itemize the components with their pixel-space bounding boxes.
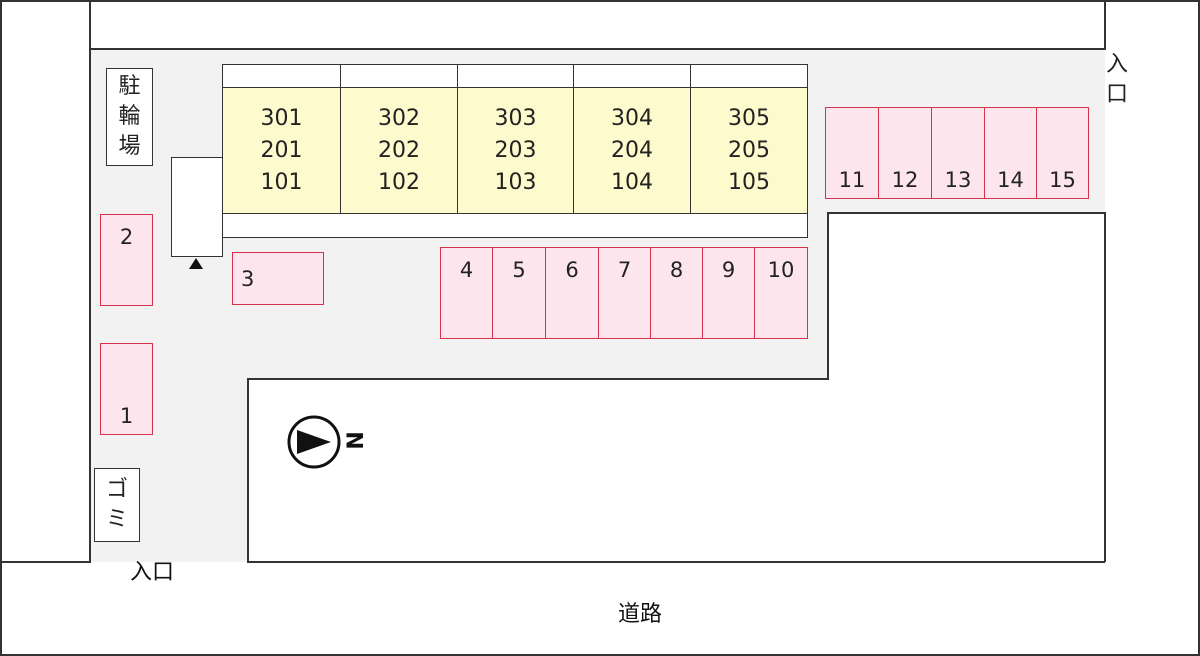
unit-number: 203	[494, 137, 537, 163]
unit-number: 101	[260, 169, 303, 195]
bike-parking-char: 駐	[118, 74, 141, 99]
parking-space: 9	[702, 247, 755, 339]
road-edge-left	[0, 561, 91, 563]
building-entrance	[171, 157, 223, 257]
bike-parking-char: 輪	[118, 104, 141, 129]
unit-number: 105	[728, 169, 770, 195]
unit-number: 104	[611, 169, 653, 195]
boundary-right-lower	[1104, 212, 1106, 562]
boundary-right	[1104, 0, 1106, 50]
parking-space: 5	[492, 247, 546, 339]
road-label: 道路	[618, 602, 663, 627]
unit-column: 305 205 105	[690, 87, 808, 214]
unit-number: 102	[378, 169, 420, 195]
parking-space: 10	[754, 247, 808, 339]
north-label: N	[340, 431, 366, 450]
unit-column: 304 204 104	[573, 87, 691, 214]
parking-space: 1	[100, 343, 153, 435]
parking-number: 7	[617, 258, 632, 282]
bike-parking-char: 場	[118, 134, 141, 159]
parking-number: 2	[119, 225, 134, 249]
north-arrow-icon	[287, 415, 341, 469]
parking-number: 9	[721, 258, 736, 282]
boundary-top	[91, 48, 1105, 50]
unit-number: 305	[728, 105, 770, 131]
parking-number: 11	[838, 168, 866, 192]
parking-number: 4	[459, 258, 474, 282]
corridor	[222, 213, 808, 238]
parking-number: 1	[119, 404, 134, 428]
unit-number: 205	[728, 137, 770, 163]
parking-space: 6	[545, 247, 599, 339]
unit-column: 301 201 101	[222, 87, 341, 214]
parking-space: 14	[984, 107, 1037, 199]
parking-number: 5	[512, 258, 526, 282]
parking-number: 12	[891, 168, 919, 192]
adjacent-lot	[247, 378, 1105, 562]
balcony	[690, 64, 808, 88]
unit-number: 201	[260, 137, 303, 163]
parking-number: 13	[944, 168, 972, 192]
parking-number: 8	[669, 258, 684, 282]
unit-number: 103	[494, 169, 537, 195]
balcony	[457, 64, 574, 88]
bike-parking: 駐 輪 場	[106, 68, 153, 166]
boundary-left	[89, 0, 91, 562]
parking-space: 3	[232, 252, 324, 305]
entrance-char: 口	[1105, 82, 1128, 107]
balcony	[573, 64, 691, 88]
parking-space: 4	[440, 247, 493, 339]
parking-number: 14	[997, 168, 1024, 192]
parking-space: 2	[100, 214, 153, 306]
parking-number: 15	[1049, 168, 1076, 192]
balcony	[222, 64, 341, 88]
balcony	[340, 64, 458, 88]
parking-number: 10	[767, 258, 795, 282]
entrance-label-right: 入 口	[1104, 50, 1130, 110]
parking-space: 13	[931, 107, 985, 199]
adjacent-lot-upper	[827, 212, 1105, 380]
unit-number: 204	[611, 137, 653, 163]
parking-space: 11	[825, 107, 879, 199]
unit-column: 303 203 103	[457, 87, 574, 214]
cutout-fill	[249, 380, 849, 400]
garbage-char: ゴ	[105, 477, 128, 502]
parking-number: 3	[241, 266, 255, 291]
unit-number: 303	[494, 105, 537, 131]
parking-space: 7	[598, 247, 651, 339]
unit-number: 304	[611, 105, 653, 131]
parking-number: 6	[565, 258, 579, 282]
unit-column: 302 202 102	[340, 87, 458, 214]
parking-space: 15	[1036, 107, 1089, 199]
unit-number: 302	[378, 105, 420, 131]
garbage-char: ミ	[105, 507, 128, 532]
entrance-marker	[189, 258, 203, 269]
unit-number: 301	[260, 105, 303, 131]
parking-space: 12	[878, 107, 932, 199]
road-edge-right	[247, 561, 1105, 563]
parking-space: 8	[650, 247, 703, 339]
garbage-area: ゴ ミ	[94, 468, 140, 542]
entrance-char: 入	[1105, 52, 1128, 77]
entrance-label-bottom: 入口	[130, 560, 175, 585]
unit-number: 202	[378, 137, 420, 163]
